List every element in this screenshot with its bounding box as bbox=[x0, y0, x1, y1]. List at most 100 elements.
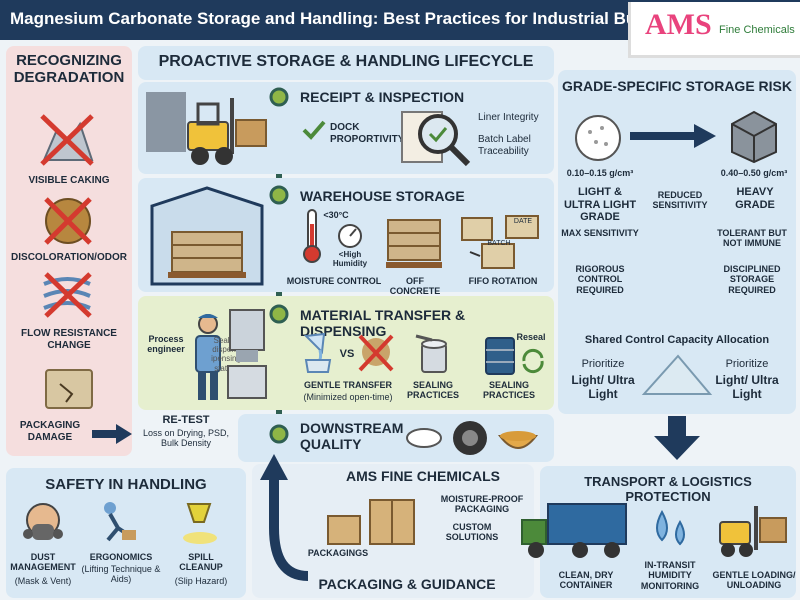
packagings-label: PACKAGINGS bbox=[307, 548, 369, 558]
degradation-item-flow: FLOW RESISTANCE CHANGE bbox=[21, 328, 117, 351]
gentle-transfer-label: GENTLE TRANSFER bbox=[303, 380, 392, 390]
caking-icon bbox=[40, 114, 94, 166]
light-label-left: Light/ Ultra Light bbox=[571, 373, 635, 401]
container-label: CLEAN, DRY CONTAINER bbox=[558, 570, 614, 591]
truck-container-icon bbox=[521, 503, 627, 558]
transport-heading: TRANSPORT & LOGISTICS PROTECTION bbox=[584, 474, 752, 504]
checkmark-icon bbox=[302, 120, 326, 140]
heavy-control: DISCIPLINED STORAGE REQUIRED bbox=[723, 264, 781, 295]
downstream-title: DOWNSTREAM QUALITY bbox=[300, 420, 404, 453]
packaging-guidance-title: PACKAGING & GUIDANCE bbox=[318, 576, 496, 592]
allocation-title: Shared Control Capacity Allocation bbox=[584, 334, 770, 346]
gentle-transfer-sub: (Minimized open-time) bbox=[303, 392, 393, 402]
moisture-proof-label: MOISTURE-PROOF PACKAGING bbox=[440, 494, 524, 515]
sealing-practices-label-2: SEALING PRACTICES bbox=[482, 380, 535, 401]
safety-heading: SAFETY IN HANDLING bbox=[45, 476, 207, 493]
degradation-heading: RECOGNIZING DEGRADATION bbox=[13, 52, 125, 87]
tablet-icon bbox=[406, 428, 442, 448]
custom-solutions-label: CUSTOM SOLUTIONS bbox=[445, 522, 499, 543]
receipt-title: RECEIPT & INSPECTION bbox=[300, 89, 465, 105]
station-label: Sealed dispens ipensing station bbox=[211, 336, 241, 373]
magnifier-icon bbox=[401, 111, 471, 167]
warehouse-title: WAREHOUSE STORAGE bbox=[300, 188, 465, 204]
light-sensitivity: MAX SENSITIVITY bbox=[561, 228, 639, 238]
degradation-item-caking: VISIBLE CAKING bbox=[28, 175, 110, 186]
flow-resistance-icon bbox=[43, 272, 92, 318]
grade-arrow-icon bbox=[630, 124, 716, 148]
node-transfer-icon bbox=[269, 304, 289, 324]
gas-mask-icon bbox=[23, 503, 63, 540]
thermometer-icon bbox=[303, 209, 321, 263]
warehouse-bags-icon bbox=[150, 186, 264, 286]
liner-label: Liner Integrity bbox=[478, 112, 539, 123]
temp-label: <30°C bbox=[323, 210, 349, 220]
moisture-control-label: MOISTURE CONTROL bbox=[286, 276, 382, 286]
off-concrete-icon bbox=[386, 219, 442, 268]
retest-title: RE-TEST bbox=[162, 414, 210, 426]
fifo-batch-tag: BATCH bbox=[487, 240, 511, 247]
retest-detail: Loss on Drying, PSD, Bulk Density bbox=[142, 428, 230, 449]
hygrometer-icon bbox=[338, 224, 362, 248]
logo-subtitle: Fine Chemicals bbox=[719, 24, 795, 36]
reseal-cycle-icon bbox=[522, 348, 544, 374]
humidity-label: <High Humidity bbox=[332, 250, 368, 269]
light-control: RIGOROUS CONTROL REQUIRED bbox=[575, 264, 625, 295]
engineer-icon bbox=[195, 314, 221, 400]
droplets-icon bbox=[656, 509, 685, 546]
ergonomics-label: ERGONOMICS bbox=[89, 552, 153, 562]
down-arrow-icon bbox=[654, 416, 700, 460]
lifecycle-heading: PROACTIVE STORAGE & HANDLING LIFECYCLE bbox=[158, 53, 534, 70]
prioritize-right: Prioritize bbox=[725, 358, 769, 370]
logo: AMS Fine Chemicals bbox=[628, 2, 800, 58]
loop-arrow-icon bbox=[260, 454, 309, 581]
batch-label: Batch Label Traceability bbox=[478, 134, 531, 157]
heavy-density: 0.40–0.50 g/cm³ bbox=[720, 168, 788, 178]
ergonomics-sub: (Lifting Technique & Aids) bbox=[81, 564, 161, 585]
node-receipt-icon bbox=[269, 87, 289, 107]
degradation-item-packaging: PACKAGING DAMAGE bbox=[19, 420, 81, 443]
fifo-label: FIFO ROTATION bbox=[468, 276, 538, 286]
page-title: Magnesium Carbonate Storage and Handling… bbox=[10, 9, 672, 28]
loading-label: GENTLE LOADING/ UNLOADING bbox=[712, 570, 796, 591]
degradation-item-discoloration: DISCOLORATION/ODOR bbox=[11, 252, 127, 263]
light-powder-icon bbox=[575, 115, 621, 161]
gentle-pour-icon bbox=[303, 332, 332, 373]
reseal-label: Reseal bbox=[516, 332, 546, 342]
prioritize-left: Prioritize bbox=[581, 358, 625, 370]
spill-icon bbox=[183, 503, 217, 544]
boxes-icon bbox=[327, 499, 415, 545]
drum-icon bbox=[485, 337, 515, 375]
vs-label: VS bbox=[339, 348, 355, 360]
dock-label: DOCK PROPORTIVITY bbox=[330, 122, 405, 145]
damaged-package-icon bbox=[45, 369, 93, 409]
fifo-date-tag: DATE bbox=[513, 218, 533, 225]
sealing-practices-label-1: SEALING PRACTICES bbox=[406, 380, 459, 401]
powder-bowl-icon bbox=[497, 431, 539, 449]
sealing-scoop-icon bbox=[415, 334, 447, 373]
humidity-monitoring-label: IN-TRANSIT HUMIDITY MONITORING bbox=[640, 560, 700, 591]
company-label: AMS FINE CHEMICALS bbox=[346, 468, 500, 484]
powder-pile-icon bbox=[641, 354, 713, 395]
lifecycle-header bbox=[138, 46, 554, 80]
spill-sub: (Slip Hazard) bbox=[174, 576, 228, 586]
logo-brand: AMS bbox=[645, 8, 712, 41]
light-density: 0.10–0.15 g/cm³ bbox=[566, 168, 634, 178]
off-concrete-label: OFF CONCRETE bbox=[389, 276, 441, 297]
heavy-sensitivity: TOLERANT BUT NOT IMMUNE bbox=[717, 228, 787, 249]
tire-icon bbox=[453, 421, 487, 455]
loading-forklift-icon bbox=[719, 506, 787, 557]
fifo-boxes-icon bbox=[461, 215, 539, 269]
heavy-cube-icon bbox=[731, 110, 777, 164]
spill-label: SPILL CLEANUP bbox=[179, 552, 223, 573]
discoloration-icon bbox=[44, 197, 92, 245]
lifting-person-icon bbox=[104, 502, 136, 542]
reduced-sensitivity: REDUCED SENSITIVITY bbox=[652, 190, 708, 211]
engineer-label: Process engineer bbox=[147, 334, 185, 355]
dust-sub: (Mask & Vent) bbox=[14, 576, 72, 586]
node-warehouse-icon bbox=[269, 185, 289, 205]
light-grade-name: LIGHT & ULTRA LIGHT GRADE bbox=[563, 186, 637, 224]
light-label-right: Light/ Ultra Light bbox=[715, 373, 779, 401]
dispensing-station-icon bbox=[227, 309, 267, 399]
grade-heading: GRADE-SPECIFIC STORAGE RISK bbox=[562, 78, 792, 94]
rough-pour-crossed-icon bbox=[358, 334, 394, 372]
